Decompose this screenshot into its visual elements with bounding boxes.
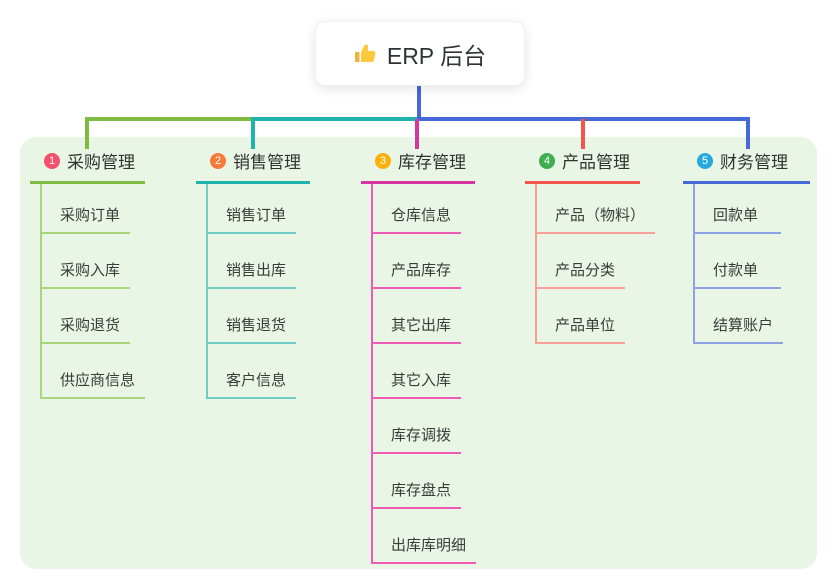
branch-number-badge: 4 [539, 152, 555, 169]
branch-label: 财务管理 [720, 153, 788, 172]
branch-label: 销售管理 [233, 153, 301, 172]
child-node[interactable]: 销售订单 [208, 184, 297, 234]
child-node[interactable]: 出库库明细 [373, 509, 477, 564]
branch-children: 回款单付款单结算账户 [693, 184, 784, 344]
child-node[interactable]: 库存盘点 [373, 454, 462, 509]
child-node[interactable]: 回款单 [695, 184, 781, 234]
child-node[interactable]: 结算账户 [695, 289, 784, 344]
branch-label: 采购管理 [67, 153, 135, 172]
child-node[interactable]: 其它出库 [373, 289, 462, 344]
branch-node[interactable]: 4 产品管理 [525, 148, 640, 184]
branch-product-management: 4 产品管理 产品（物料）产品分类产品单位 [525, 148, 656, 344]
child-node[interactable]: 采购退货 [42, 289, 131, 344]
branch-node[interactable]: 5 财务管理 [683, 148, 810, 184]
branch-inventory-management: 3 库存管理 仓库信息产品库存其它出库其它入库库存调拨库存盘点出库库明细 [361, 148, 477, 564]
connector-horizontal-branch-2 [255, 117, 417, 121]
child-node[interactable]: 客户信息 [208, 344, 297, 399]
connector-elbow-branch-3 [415, 119, 419, 149]
child-node[interactable]: 其它入库 [373, 344, 462, 399]
child-node[interactable]: 产品（物料） [537, 184, 656, 234]
branch-label: 库存管理 [398, 153, 466, 172]
child-node[interactable]: 产品分类 [537, 234, 626, 289]
root-node-label: ERP 后台 [386, 42, 487, 69]
branch-number-badge: 5 [697, 152, 713, 169]
branch-number-badge: 3 [375, 152, 391, 169]
branch-purchase-management: 1 采购管理 采购订单采购入库采购退货供应商信息 [30, 148, 146, 399]
branch-finance-management: 5 财务管理 回款单付款单结算账户 [683, 148, 810, 344]
branch-node[interactable]: 2 销售管理 [196, 148, 310, 184]
branch-children: 采购订单采购入库采购退货供应商信息 [40, 184, 146, 399]
child-node[interactable]: 付款单 [695, 234, 781, 289]
thumbs-up-icon [354, 42, 378, 66]
branch-sales-management: 2 销售管理 销售订单销售出库销售退货客户信息 [196, 148, 310, 399]
branch-children: 仓库信息产品库存其它出库其它入库库存调拨库存盘点出库库明细 [371, 184, 477, 564]
branch-number-badge: 2 [210, 152, 226, 169]
child-node[interactable]: 采购入库 [42, 234, 131, 289]
branch-children: 销售订单销售出库销售退货客户信息 [206, 184, 297, 399]
connector-elbow-branch-5 [746, 117, 750, 149]
branch-node[interactable]: 1 采购管理 [30, 148, 145, 184]
child-node[interactable]: 产品库存 [373, 234, 462, 289]
child-node[interactable]: 供应商信息 [42, 344, 146, 399]
connector-elbow-branch-2 [251, 117, 255, 149]
branch-children: 产品（物料）产品分类产品单位 [535, 184, 656, 344]
branch-node[interactable]: 3 库存管理 [361, 148, 475, 184]
child-node[interactable]: 采购订单 [42, 184, 131, 234]
branches-background-panel [20, 137, 817, 569]
child-node[interactable]: 仓库信息 [373, 184, 462, 234]
root-connector-line [417, 83, 421, 117]
connector-elbow-branch-1 [85, 117, 89, 149]
connector-elbow-branch-4 [581, 119, 585, 149]
connector-horizontal-branch-1 [86, 117, 255, 121]
child-node[interactable]: 销售退货 [208, 289, 297, 344]
branch-number-badge: 1 [44, 152, 60, 169]
branch-label: 产品管理 [562, 153, 630, 172]
child-node[interactable]: 库存调拨 [373, 399, 462, 454]
child-node[interactable]: 销售出库 [208, 234, 297, 289]
root-node-erp[interactable]: ERP 后台 [315, 21, 525, 86]
child-node[interactable]: 产品单位 [537, 289, 626, 344]
